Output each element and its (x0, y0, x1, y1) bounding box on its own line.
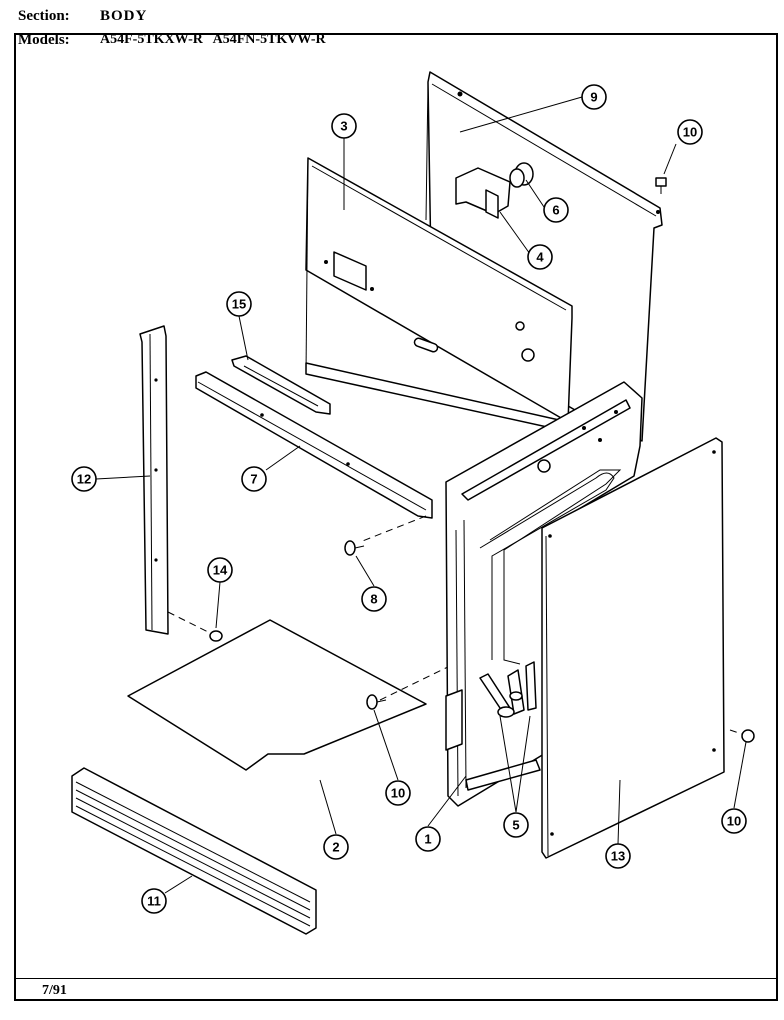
svg-text:10: 10 (683, 125, 697, 140)
revision-date: 7/91 (42, 983, 67, 998)
svg-text:6: 6 (552, 203, 559, 218)
section-label: Section: (18, 8, 70, 24)
screw-10-bottom (366, 694, 387, 710)
callout-13: 13 (605, 843, 631, 869)
part-15-bracket (231, 355, 331, 415)
svg-text:7: 7 (250, 472, 257, 487)
callout-15: 15 (226, 291, 252, 317)
callout-4: 4 (527, 244, 553, 270)
svg-text:13: 13 (611, 849, 625, 864)
part-6-knob (509, 162, 534, 188)
part-4-switch-bracket (455, 167, 511, 219)
svg-text:11: 11 (147, 894, 161, 909)
part-12-side-rail (139, 325, 169, 635)
callout-10-side: 10 (721, 808, 747, 834)
screw-10-top (655, 177, 667, 194)
callout-5: 5 (503, 812, 529, 838)
svg-text:10: 10 (391, 786, 405, 801)
screw-10-side (729, 729, 755, 743)
part-5-hinges (479, 661, 537, 718)
callout-11: 11 (141, 888, 167, 914)
svg-text:1: 1 (424, 832, 431, 847)
svg-text:14: 14 (213, 563, 228, 578)
callout-14: 14 (207, 557, 233, 583)
leader-part-10-bottom (379, 663, 455, 701)
models-label: Models: (18, 32, 70, 48)
svg-text:4: 4 (536, 250, 544, 265)
callout-1: 1 (415, 826, 441, 852)
models-value: A54F-5TKXW-R A54FN-5TKVW-R (100, 32, 326, 47)
diagram-frame (14, 33, 778, 1001)
callout-8: 8 (361, 586, 387, 612)
footer-divider (14, 978, 778, 979)
screw-14 (209, 630, 223, 642)
screw-8 (344, 540, 365, 556)
callout-7: 7 (241, 466, 267, 492)
section-value: BODY (100, 8, 148, 24)
part-13-side-panel (541, 437, 725, 859)
callout-3: 3 (331, 113, 357, 139)
callout-12: 12 (71, 466, 97, 492)
svg-text:8: 8 (370, 592, 377, 607)
svg-text:5: 5 (512, 818, 519, 833)
part-11-kick-panel (71, 767, 317, 935)
leader-part-8 (359, 515, 427, 543)
svg-text:3: 3 (340, 119, 347, 134)
part-7-front-rail (195, 371, 433, 519)
leader-part-14 (167, 611, 213, 635)
svg-text:9: 9 (590, 90, 597, 105)
callout-6: 6 (543, 197, 569, 223)
callout-leaders (95, 96, 747, 894)
svg-text:12: 12 (77, 472, 91, 487)
callout-9: 9 (581, 84, 607, 110)
svg-text:2: 2 (332, 840, 339, 855)
callout-2: 2 (323, 834, 349, 860)
callout-10-top: 10 (677, 119, 703, 145)
part-2-bottom-panel (127, 619, 427, 771)
svg-text:10: 10 (727, 814, 741, 829)
callout-10-bottom: 10 (385, 780, 411, 806)
svg-text:15: 15 (232, 297, 246, 312)
